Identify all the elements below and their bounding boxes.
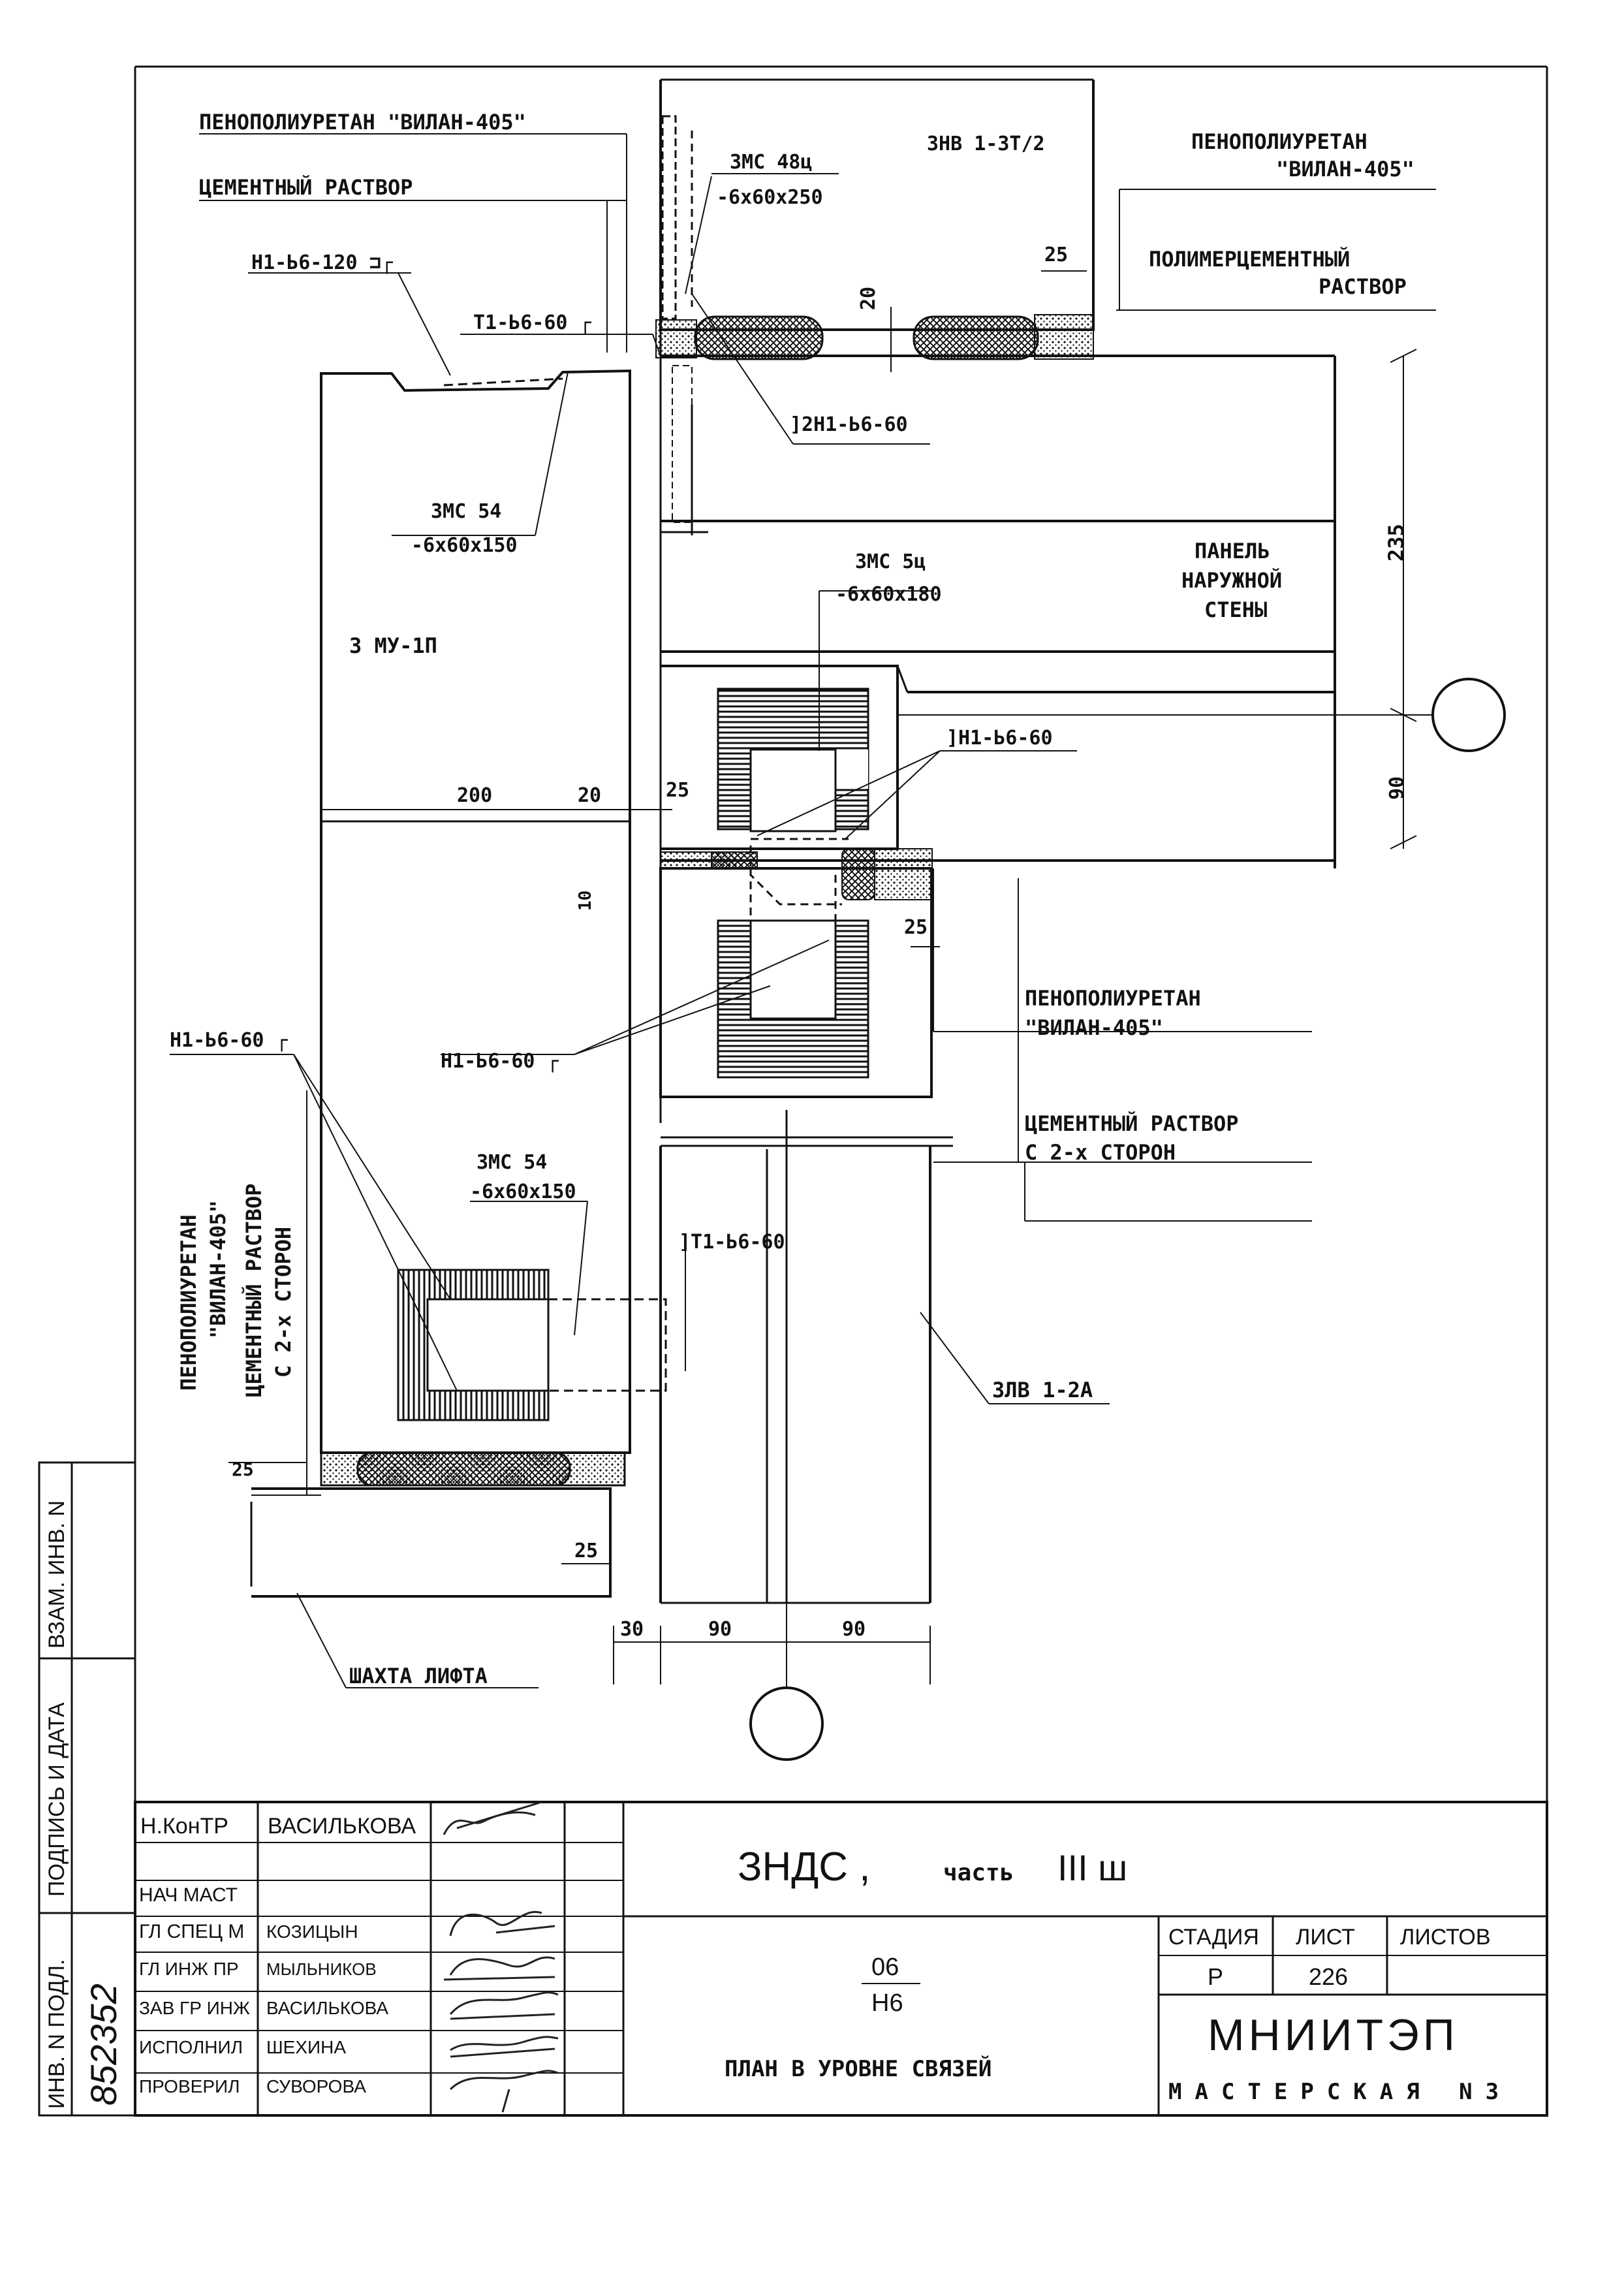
- dim-20-top: 20: [857, 287, 880, 310]
- stamp-vzam: ВЗАМ. ИНВ. N: [44, 1500, 69, 1649]
- dim-20-mid: 20: [578, 784, 601, 807]
- dim-25-low1: 25: [232, 1459, 254, 1480]
- label-shaft: ШАХТА ЛИФТА: [349, 1664, 488, 1688]
- dim-90-b: 90: [842, 1618, 866, 1641]
- stamp-inv-podl: ИНВ. N ПОДЛ.: [44, 1959, 69, 2109]
- stage-header: СТАДИЯ: [1168, 1925, 1259, 1950]
- name-2: КОЗИЦЫН: [266, 1921, 358, 1942]
- part-label: часть: [943, 1859, 1014, 1886]
- label-penopoliuretan-right-2: "ВИЛАН-405": [1276, 157, 1414, 182]
- label-zms48: ЗМС 48ц: [730, 151, 812, 174]
- role-6: ПРОВЕРИЛ: [139, 2076, 240, 2096]
- dimension-lines: [251, 270, 1417, 1684]
- joint-bottom: [320, 1451, 626, 1487]
- label-cement-mid-1: ЦЕМЕНТНЫЙ РАСТВОР: [1025, 1111, 1239, 1136]
- label-h1-mid: ]Н1-Ь6-60: [946, 727, 1053, 750]
- sheets-header: ЛИСТОВ: [1400, 1925, 1491, 1950]
- label-zmc5-dim: -6х60х180: [835, 583, 942, 606]
- dim-235: 235: [1384, 524, 1409, 561]
- lift-shaft: [250, 1487, 612, 1598]
- zmc5-plate: [661, 665, 909, 850]
- role-2: ГЛ СПЕЦ М: [139, 1921, 244, 1942]
- role-3: ГЛ ИНЖ ПР: [139, 1959, 239, 1979]
- column-zlv: [659, 1110, 931, 1604]
- dim-30: 30: [620, 1618, 644, 1641]
- org-name: МНИИТЭП: [1208, 2010, 1459, 2060]
- label-zms54-top: ЗМС 54: [431, 500, 501, 523]
- name-6: СУВОРОВА: [266, 2076, 366, 2096]
- label-panel-2: НАРУЖНОЙ: [1181, 568, 1282, 593]
- label-zms54-top-dim: -6х60х150: [411, 534, 518, 557]
- leader-lines: [170, 133, 1436, 1688]
- dim-10: 10: [576, 891, 595, 911]
- part-number: III ш: [1057, 1847, 1127, 1888]
- label-zms54-low: ЗМС 54: [476, 1151, 547, 1174]
- label-zms54-low-dim: -6х60х150: [470, 1180, 576, 1203]
- label-t1-top: Т1-Ь6-60 ┌: [473, 311, 592, 334]
- label-penopoliuretan-top: ПЕНОПОЛИУРЕТАН "ВИЛАН-405": [199, 110, 526, 134]
- label-vert-cem-1: ЦЕМЕНТНЫЙ РАСТВОР: [242, 1183, 266, 1397]
- role-5: ИСПОЛНИЛ: [139, 2037, 243, 2057]
- axis-markers: [749, 678, 1506, 1761]
- zms54-lower-plate: [397, 1269, 667, 1421]
- title-block: [134, 1801, 1548, 2117]
- label-znv: ЗНВ 1-3Т/2: [927, 133, 1045, 155]
- lower-plate: [659, 867, 953, 1147]
- dim-200: 200: [457, 784, 492, 807]
- dim-25-mid: 25: [666, 779, 689, 802]
- label-zms48-dim: -6х60х250: [717, 186, 823, 209]
- role-1: НАЧ МАСТ: [139, 1884, 238, 1906]
- name-3: МЫЛЬНИКОВ: [266, 1959, 377, 1979]
- label-2h1: ]2Н1-Ь6-60: [790, 413, 908, 436]
- dim-25-top: 25: [1044, 244, 1068, 266]
- signatures: [443, 1801, 559, 2113]
- label-h1-120: Н1-Ь6-120 ⊐┌: [251, 251, 394, 274]
- label-zlv: ЗЛВ 1-2А: [992, 1378, 1093, 1402]
- label-polymer-2: РАСТВОР: [1319, 274, 1407, 299]
- label-cement-mid-2: С 2-х СТОРОН: [1025, 1140, 1176, 1165]
- dim-90-right: 90: [1386, 776, 1409, 800]
- dim-25-low2: 25: [574, 1540, 598, 1562]
- label-vert-peno-1: ПЕНОПОЛИУРЕТАН: [176, 1214, 201, 1391]
- label-h1-center: Н1-Ь6-60 ┌: [441, 1050, 559, 1073]
- role-0: Н.КонТР: [140, 1814, 228, 1839]
- name-0: ВАСИЛЬКОВА: [268, 1814, 416, 1839]
- name-4: ВАСИЛЬКОВА: [266, 1998, 388, 2018]
- sheet-title: ПЛАН В УРОВНЕ СВЯЗЕЙ: [725, 2055, 992, 2082]
- code-bottom: Н6: [871, 1989, 903, 2017]
- project-code: ЗНДС ,: [738, 1844, 870, 1890]
- side-stamp: ВЗАМ. ИНВ. N ПОДПИСЬ И ДАТА ИНВ. N ПОДЛ.…: [38, 1461, 136, 2117]
- label-penopoliuretan-mid-1: ПЕНОПОЛИУРЕТАН: [1025, 986, 1201, 1011]
- label-panel-1: ПАНЕЛЬ: [1195, 539, 1270, 563]
- label-t1-low: ]Т1-Ь6-60: [679, 1231, 785, 1254]
- label-zmu: З МУ-1П: [349, 633, 437, 658]
- name-5: ШЕХИНА: [266, 2037, 346, 2057]
- label-h1-left: Н1-Ь6-60 ┌: [170, 1029, 289, 1052]
- stage-value: Р: [1208, 1963, 1223, 1990]
- label-cement-top: ЦЕМЕНТНЫЙ РАСТВОР: [199, 175, 413, 200]
- label-vert-cem-2: С 2-х СТОРОН: [271, 1227, 296, 1378]
- joint-middle: [660, 838, 933, 906]
- workshop-name: МАСТЕРСКАЯ N3: [1168, 2079, 1512, 2105]
- stamp-inv-number: 852352: [83, 1984, 124, 2106]
- label-penopoliuretan-right-1: ПЕНОПОЛИУРЕТАН: [1191, 129, 1367, 154]
- dim-25-right: 25: [904, 916, 928, 939]
- label-panel-3: СТЕНЫ: [1204, 597, 1267, 622]
- dim-90-a: 90: [708, 1618, 732, 1641]
- label-zmc5: ЗМС 5ц: [855, 550, 926, 573]
- sheet-frame: [39, 65, 1548, 2117]
- sheet-header: ЛИСТ: [1296, 1925, 1355, 1950]
- role-4: ЗАВ ГР ИНЖ: [139, 1998, 250, 2018]
- code-top: 06: [871, 1953, 899, 1981]
- label-vert-peno-2: "ВИЛАН-405": [206, 1200, 230, 1338]
- label-penopoliuretan-mid-2: "ВИЛАН-405": [1025, 1015, 1163, 1040]
- stamp-podpis: ПОДПИСЬ И ДАТА: [44, 1702, 69, 1897]
- panel-znv: [659, 78, 1095, 331]
- sheet-value: 226: [1309, 1963, 1348, 1990]
- label-polymer-1: ПОЛИМЕРЦЕМЕНТНЫЙ: [1149, 247, 1350, 272]
- joint-top: [655, 314, 1094, 360]
